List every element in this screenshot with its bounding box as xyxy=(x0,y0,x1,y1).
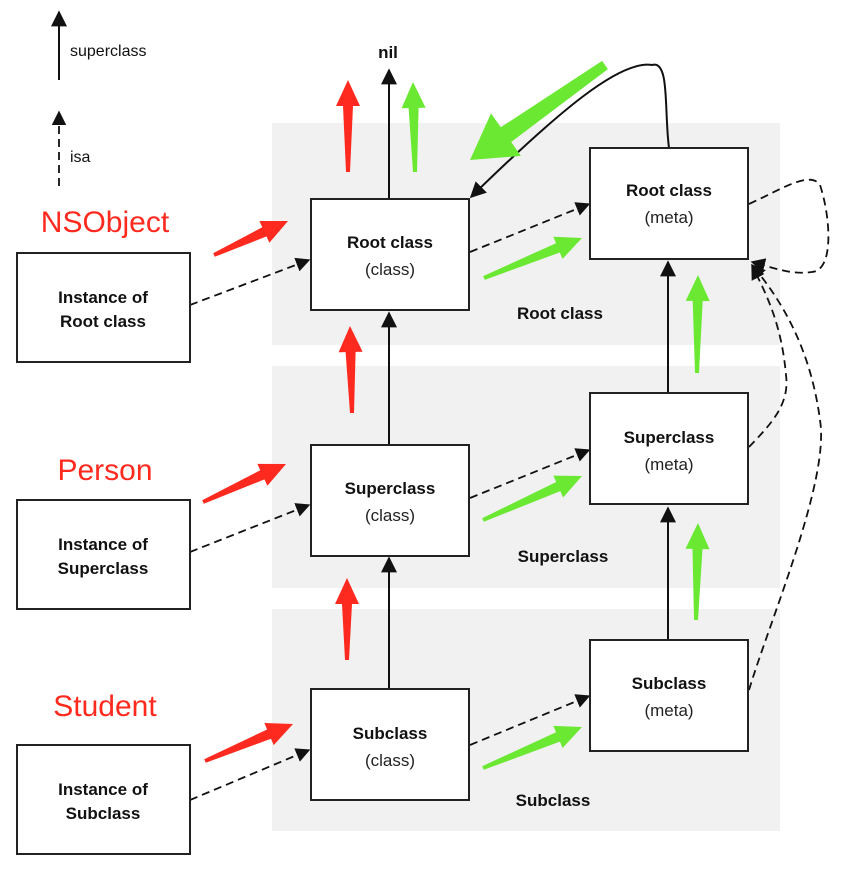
superclass-meta-title: Superclass xyxy=(624,428,715,447)
instance-super-line2: Superclass xyxy=(58,559,149,578)
superclass-meta-box: Superclass (meta) xyxy=(589,392,749,505)
instance-sub-line1: Instance of xyxy=(58,780,148,799)
isa-root-meta-self-loop xyxy=(748,178,830,274)
green-arrow-up-to-root-meta xyxy=(685,275,710,373)
green-arrow-up-from-root xyxy=(401,82,426,172)
annotation-person: Person xyxy=(57,454,152,487)
green-arrow-sub-class-to-meta xyxy=(482,725,582,770)
isa-super-class-to-meta xyxy=(469,448,591,499)
subclass-meta-kind: (meta) xyxy=(644,701,693,720)
isa-root-class-to-meta xyxy=(469,202,591,253)
legend-superclass-label: superclass xyxy=(70,43,146,60)
red-arrow-to-super-class xyxy=(202,463,286,504)
red-arrow-to-root-class xyxy=(213,221,288,257)
instance-superclass-box: Instance of Superclass xyxy=(16,499,191,610)
instance-super-line1: Instance of xyxy=(58,535,148,554)
instance-root-line2: Root class xyxy=(60,312,146,331)
green-arrow-up-to-super-meta xyxy=(685,523,710,620)
panel-label-superclass: Superclass xyxy=(518,547,609,566)
red-arrow-up-from-super xyxy=(338,326,363,413)
isa-super-meta-to-root-meta xyxy=(748,264,788,448)
subclass-class-title: Subclass xyxy=(353,724,428,743)
root-meta-to-root-class xyxy=(469,63,670,199)
root-meta-title: Root class xyxy=(626,181,712,200)
nil-label: nil xyxy=(378,43,398,62)
subclass-meta-box: Subclass (meta) xyxy=(589,639,749,752)
isa-instance-root xyxy=(189,257,311,306)
subclass-meta-title: Subclass xyxy=(632,674,707,693)
green-arrow-root-class-to-meta xyxy=(483,236,582,280)
instance-sub-line2: Subclass xyxy=(66,804,141,823)
root-meta-kind: (meta) xyxy=(644,208,693,227)
annotation-student: Student xyxy=(53,690,157,723)
superclass-class-box: Superclass (class) xyxy=(310,444,470,557)
isa-sub-meta-to-root-meta xyxy=(748,263,822,691)
green-arrow-big-to-root-class xyxy=(470,60,608,160)
subclass-class-box: Subclass (class) xyxy=(310,688,470,801)
instance-subclass-box: Instance of Subclass xyxy=(16,744,191,855)
legend-isa-label: isa xyxy=(70,149,91,166)
superclass-class-title: Superclass xyxy=(345,479,436,498)
annotation-nsobject: NSObject xyxy=(41,206,170,239)
root-class-kind: (class) xyxy=(365,260,415,279)
red-arrow-up-from-sub xyxy=(335,578,359,660)
superclass-class-kind: (class) xyxy=(365,506,415,525)
instance-root-class-box: Instance of Root class xyxy=(16,252,191,363)
isa-instance-super xyxy=(189,503,311,553)
root-class-box: Root class (class) xyxy=(310,198,470,311)
superclass-meta-kind: (meta) xyxy=(644,455,693,474)
root-meta-box: Root class (meta) xyxy=(589,147,749,260)
red-arrow-up-from-root xyxy=(336,80,360,172)
instance-root-line1: Instance of xyxy=(58,288,148,307)
isa-sub-class-to-meta xyxy=(469,694,591,746)
subclass-class-kind: (class) xyxy=(365,751,415,770)
isa-instance-sub xyxy=(189,748,311,801)
panel-label-subclass: Subclass xyxy=(516,791,591,810)
root-class-title: Root class xyxy=(347,233,433,252)
green-arrow-super-class-to-meta xyxy=(482,475,582,522)
red-arrow-to-sub-class xyxy=(204,723,293,763)
panel-label-root-class: Root class xyxy=(517,304,603,323)
